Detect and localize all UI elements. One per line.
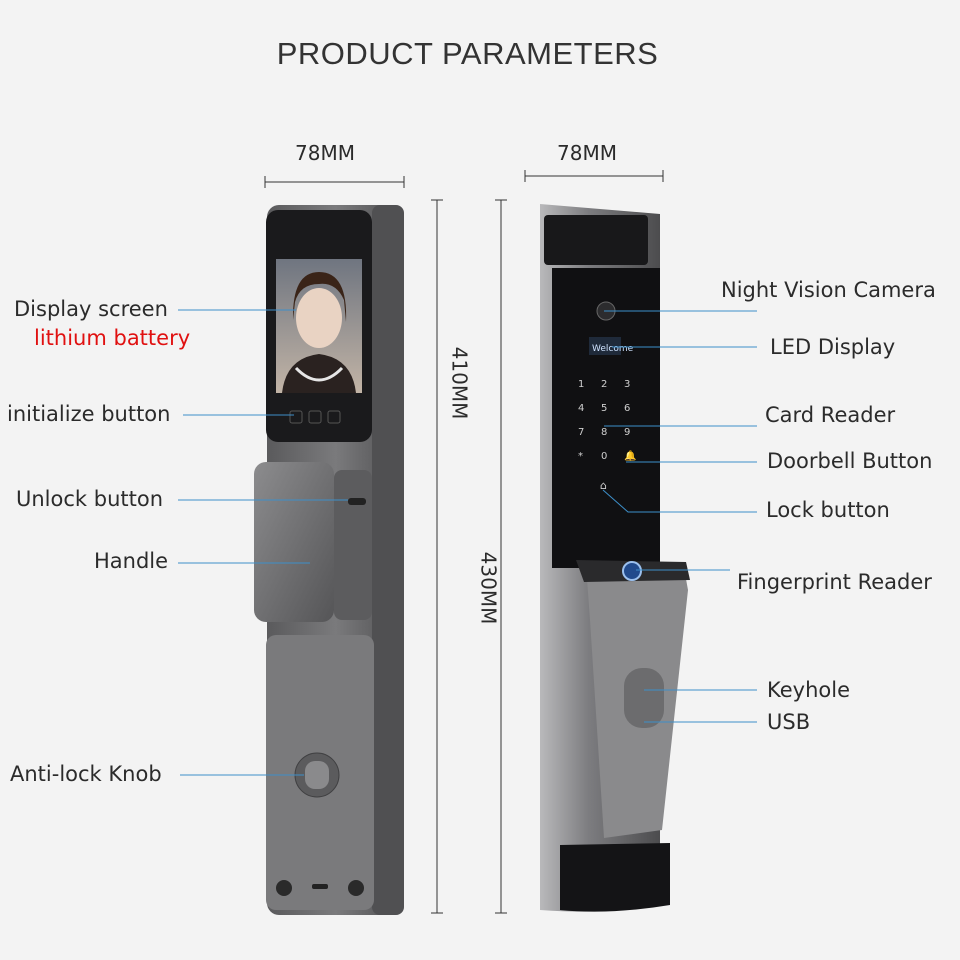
keypad-key: 0 xyxy=(601,451,607,462)
keypad-key: 6 xyxy=(624,403,630,414)
fingerprint-sensor xyxy=(622,561,642,581)
label-keyhole: Keyhole xyxy=(767,678,850,702)
led-display xyxy=(589,337,621,355)
label-card-reader: Card Reader xyxy=(765,403,896,427)
keypad-key: 9 xyxy=(624,427,630,438)
label-anti-lock-knob: Anti-lock Knob xyxy=(10,762,162,786)
keypad-key: 3 xyxy=(624,379,630,390)
keypad-key: 🔔 xyxy=(624,450,636,462)
keypad-key: 5 xyxy=(601,403,607,414)
page-title: PRODUCT PARAMETERS xyxy=(276,36,659,71)
keypad-key: 4 xyxy=(578,403,584,414)
keypad-key: 8 xyxy=(601,427,607,438)
night-vision-camera xyxy=(544,215,648,265)
label-unlock-button: Unlock button xyxy=(16,487,164,511)
front-height-label: 410MM xyxy=(447,346,472,420)
keypad-keys: 1 2 3 4 5 6 7 8 9 * 0 🔔 ⌂ xyxy=(578,379,636,492)
label-led-display: LED Display xyxy=(770,335,896,359)
label-night-vision-camera: Night Vision Camera xyxy=(721,278,936,302)
led-display-text: Welcome xyxy=(592,344,634,354)
bottom-cap xyxy=(560,843,670,912)
side-height-label: 430MM xyxy=(476,551,501,625)
label-lithium-battery: lithium battery xyxy=(34,326,191,350)
unlock-button xyxy=(348,498,366,505)
label-doorbell-button: Doorbell Button xyxy=(767,449,933,473)
lock-button-icon: ⌂ xyxy=(600,479,607,492)
front-width-label: 78MM xyxy=(295,141,355,165)
keypad-key: 1 xyxy=(578,379,584,390)
keypad-key: 7 xyxy=(578,427,584,438)
handle xyxy=(254,462,334,622)
keypad-key: * xyxy=(578,451,583,462)
keyhole-cover xyxy=(624,668,664,728)
front-lock xyxy=(254,205,404,915)
keypad-key: 2 xyxy=(601,379,607,390)
label-lock-button: Lock button xyxy=(766,498,890,522)
dimension-lines xyxy=(264,170,664,914)
label-handle: Handle xyxy=(94,549,169,573)
side-lock: Welcome 1 2 3 4 5 6 7 8 9 * 0 🔔 ⌂ xyxy=(540,204,690,912)
label-initialize-button: initialize button xyxy=(7,402,171,426)
portrait-face xyxy=(296,288,342,348)
label-display-screen: Display screen xyxy=(14,297,168,321)
label-fingerprint-reader: Fingerprint Reader xyxy=(737,570,932,594)
side-width-label: 78MM xyxy=(557,141,617,165)
label-usb: USB xyxy=(767,710,811,734)
callout-lines xyxy=(178,309,757,776)
initialize-buttons xyxy=(289,410,341,424)
